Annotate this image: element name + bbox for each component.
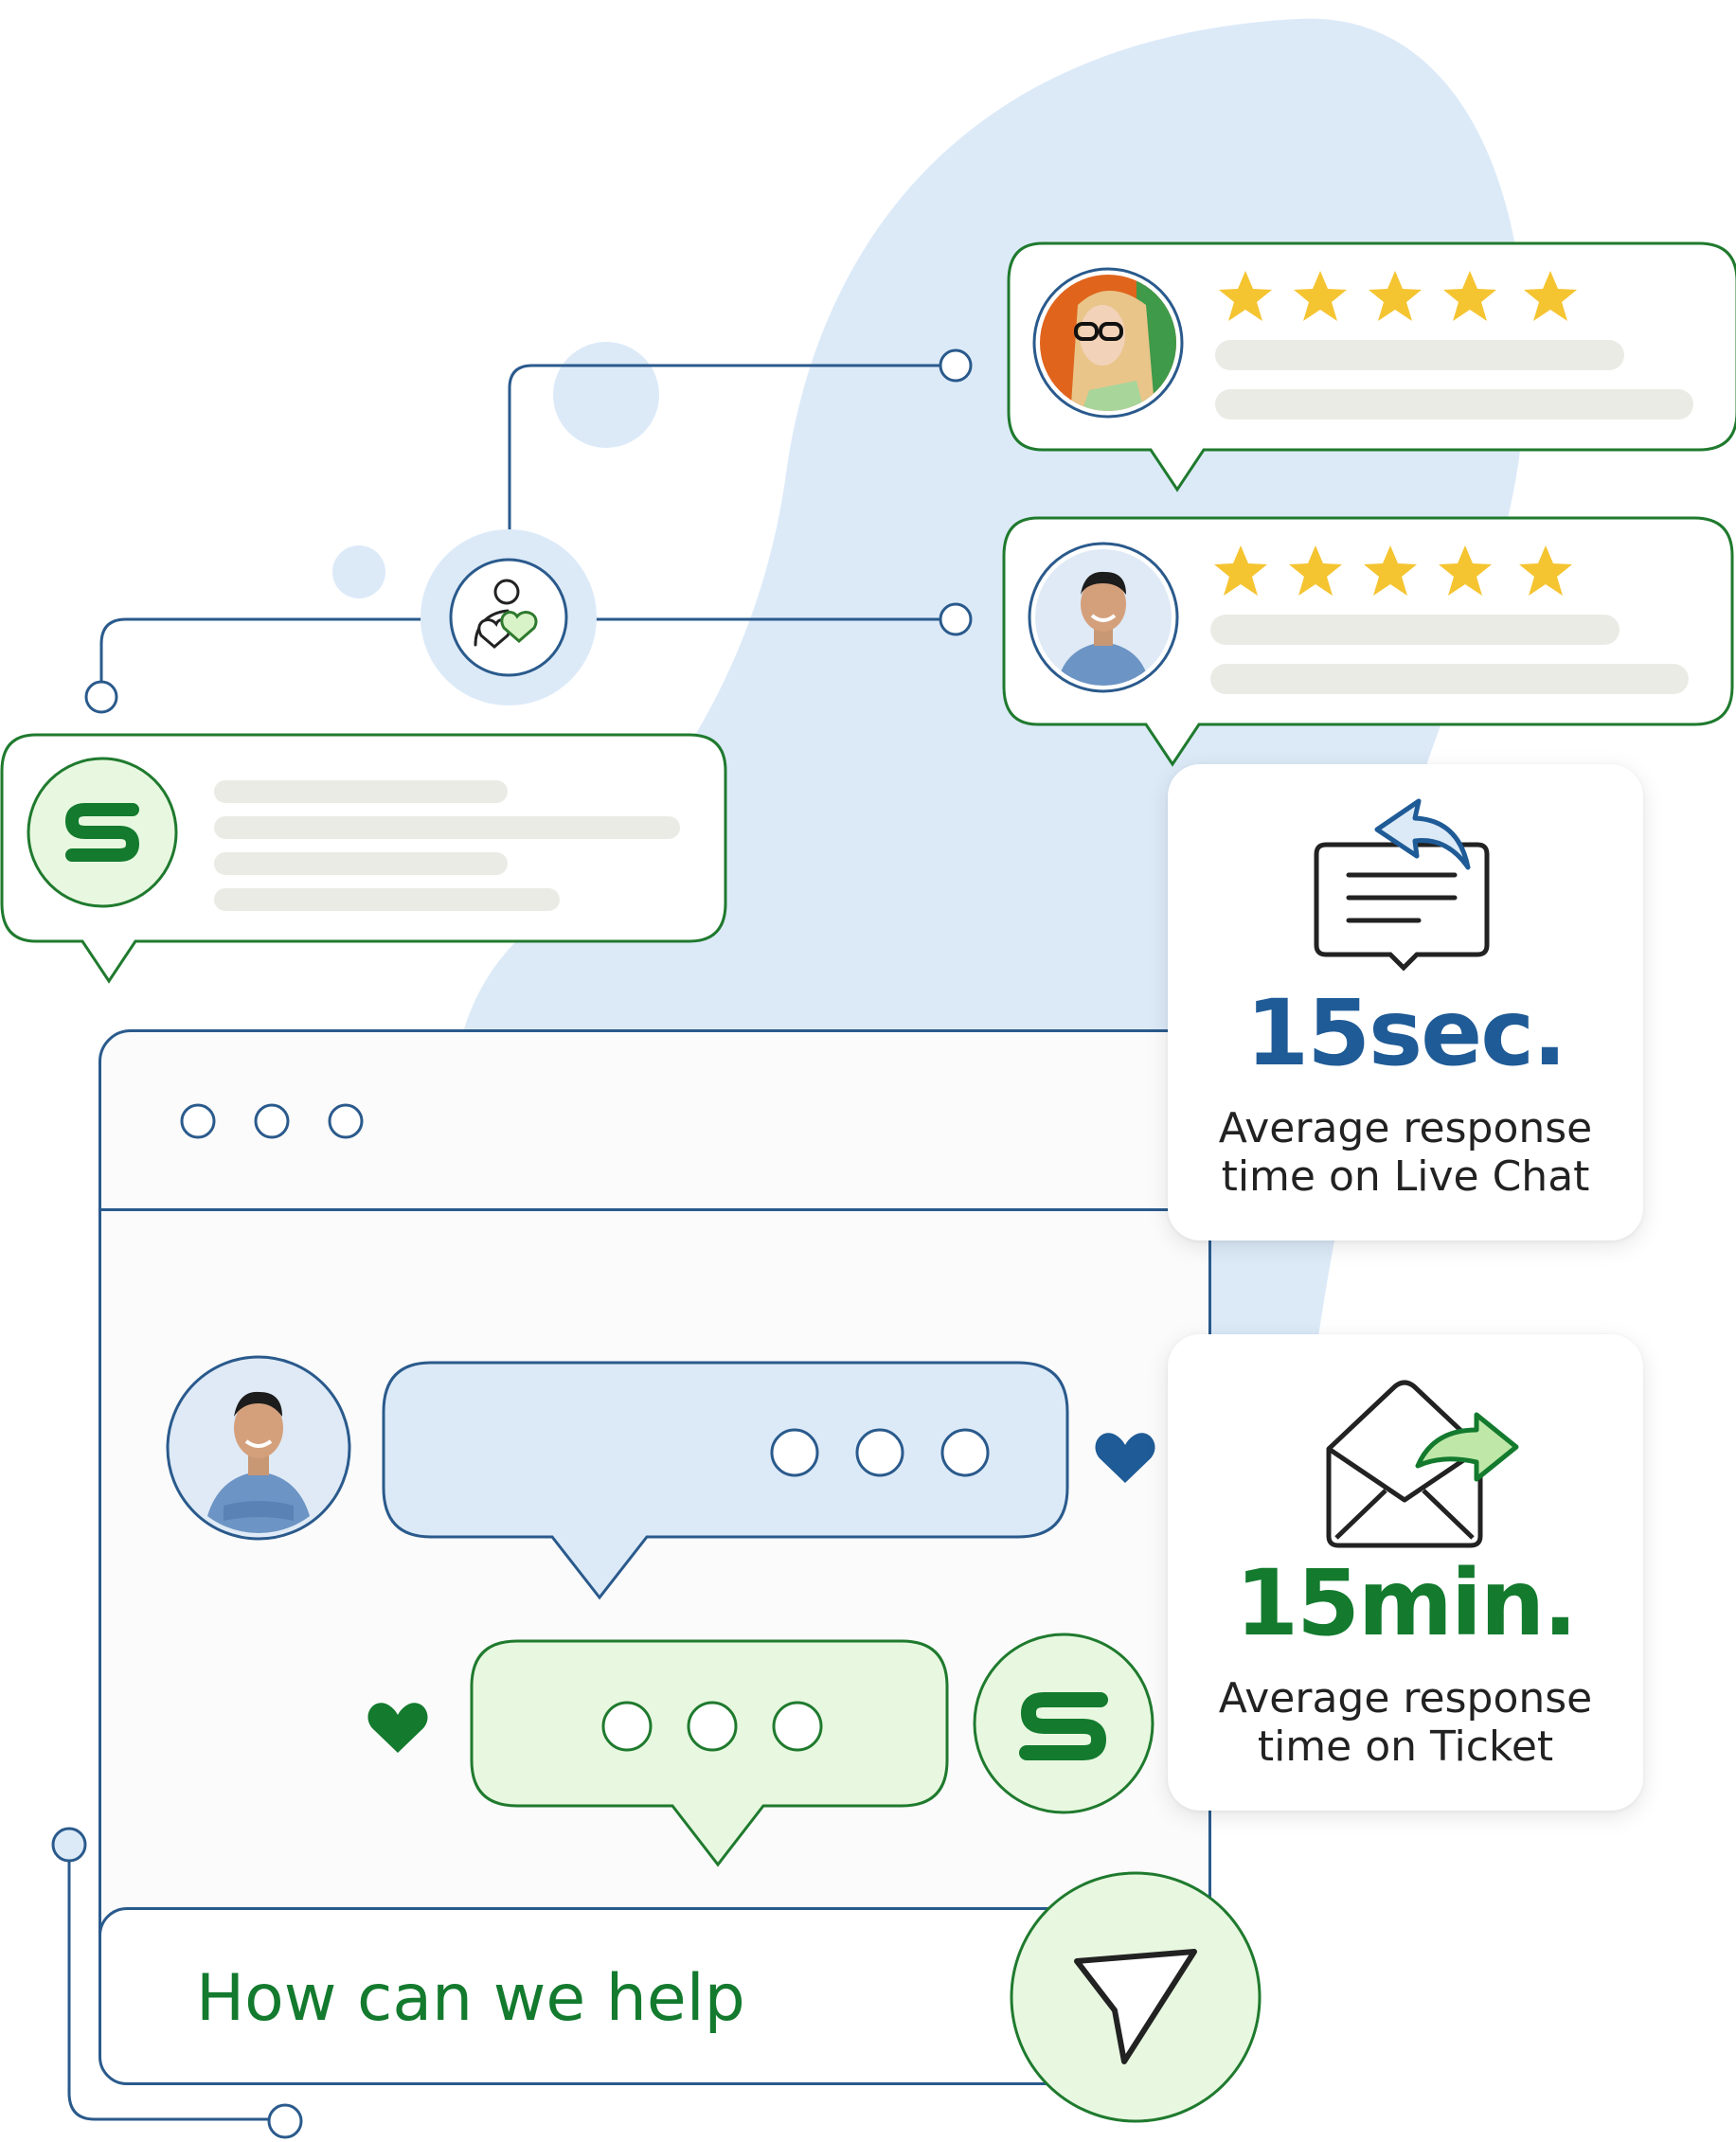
message-text-skeleton	[214, 852, 508, 875]
person-with-hearts-icon	[474, 579, 538, 649]
star-icon	[1294, 271, 1347, 321]
star-icon	[1214, 545, 1267, 596]
send-button[interactable]	[1009, 1870, 1262, 2124]
message-text-skeleton	[214, 816, 680, 839]
star-icon	[1289, 545, 1342, 596]
stat-card-ticket: 15min. Average response time on Ticket	[1168, 1334, 1643, 1811]
stat-caption-line2: time on Live Chat	[1221, 1152, 1590, 1201]
agent-avatar	[165, 1354, 352, 1542]
stat-value: 15sec.	[1245, 980, 1566, 1086]
review-text-skeleton	[1210, 615, 1620, 645]
star-icon	[1439, 545, 1492, 596]
customer-love-hub	[421, 529, 597, 705]
envelope-forward-icon	[1326, 1380, 1519, 1548]
star-icon	[1519, 545, 1572, 596]
star-rating	[1217, 268, 1615, 325]
message-input[interactable]: How can we help	[98, 1907, 1083, 2085]
heart-icon[interactable]	[1094, 1430, 1156, 1487]
stat-caption-line2: time on Ticket	[1257, 1723, 1554, 1771]
brand-logo-icon	[27, 757, 178, 908]
stat-caption-line1: Average response	[1218, 1674, 1593, 1723]
reply-message-icon	[1314, 798, 1490, 972]
message-text-skeleton	[214, 780, 508, 803]
star-icon	[1369, 271, 1422, 321]
message-text-skeleton	[214, 888, 560, 911]
input-placeholder: How can we help	[196, 1961, 745, 2036]
window-control-dots[interactable]	[175, 1093, 384, 1150]
outgoing-typing-bubble	[470, 1639, 951, 1871]
stat-value: 15min.	[1235, 1550, 1577, 1656]
stat-card-live-chat: 15sec. Average response time on Live Cha…	[1168, 764, 1643, 1241]
send-arrow-icon	[1074, 1949, 1197, 2064]
typing-indicator	[770, 1428, 990, 1477]
heart-icon[interactable]	[367, 1700, 429, 1757]
review-bubble	[1002, 516, 1734, 767]
review-text-skeleton	[1210, 664, 1689, 694]
reviewer-avatar	[1028, 542, 1179, 693]
star-icon	[1364, 545, 1417, 596]
star-icon	[1219, 271, 1272, 321]
review-text-skeleton	[1215, 389, 1693, 419]
star-icon	[1524, 271, 1577, 321]
review-text-skeleton	[1215, 340, 1624, 370]
window-titlebar	[101, 1032, 1208, 1211]
brand-logo-icon	[972, 1632, 1155, 1815]
star-rating	[1212, 543, 1610, 599]
review-bubble	[1007, 241, 1736, 492]
typing-indicator	[601, 1701, 823, 1752]
incoming-typing-bubble	[382, 1361, 1070, 1603]
star-icon	[1443, 271, 1496, 321]
brand-message-bubble	[0, 733, 729, 984]
reviewer-avatar	[1032, 267, 1184, 419]
stat-caption-line1: Average response	[1218, 1104, 1593, 1152]
